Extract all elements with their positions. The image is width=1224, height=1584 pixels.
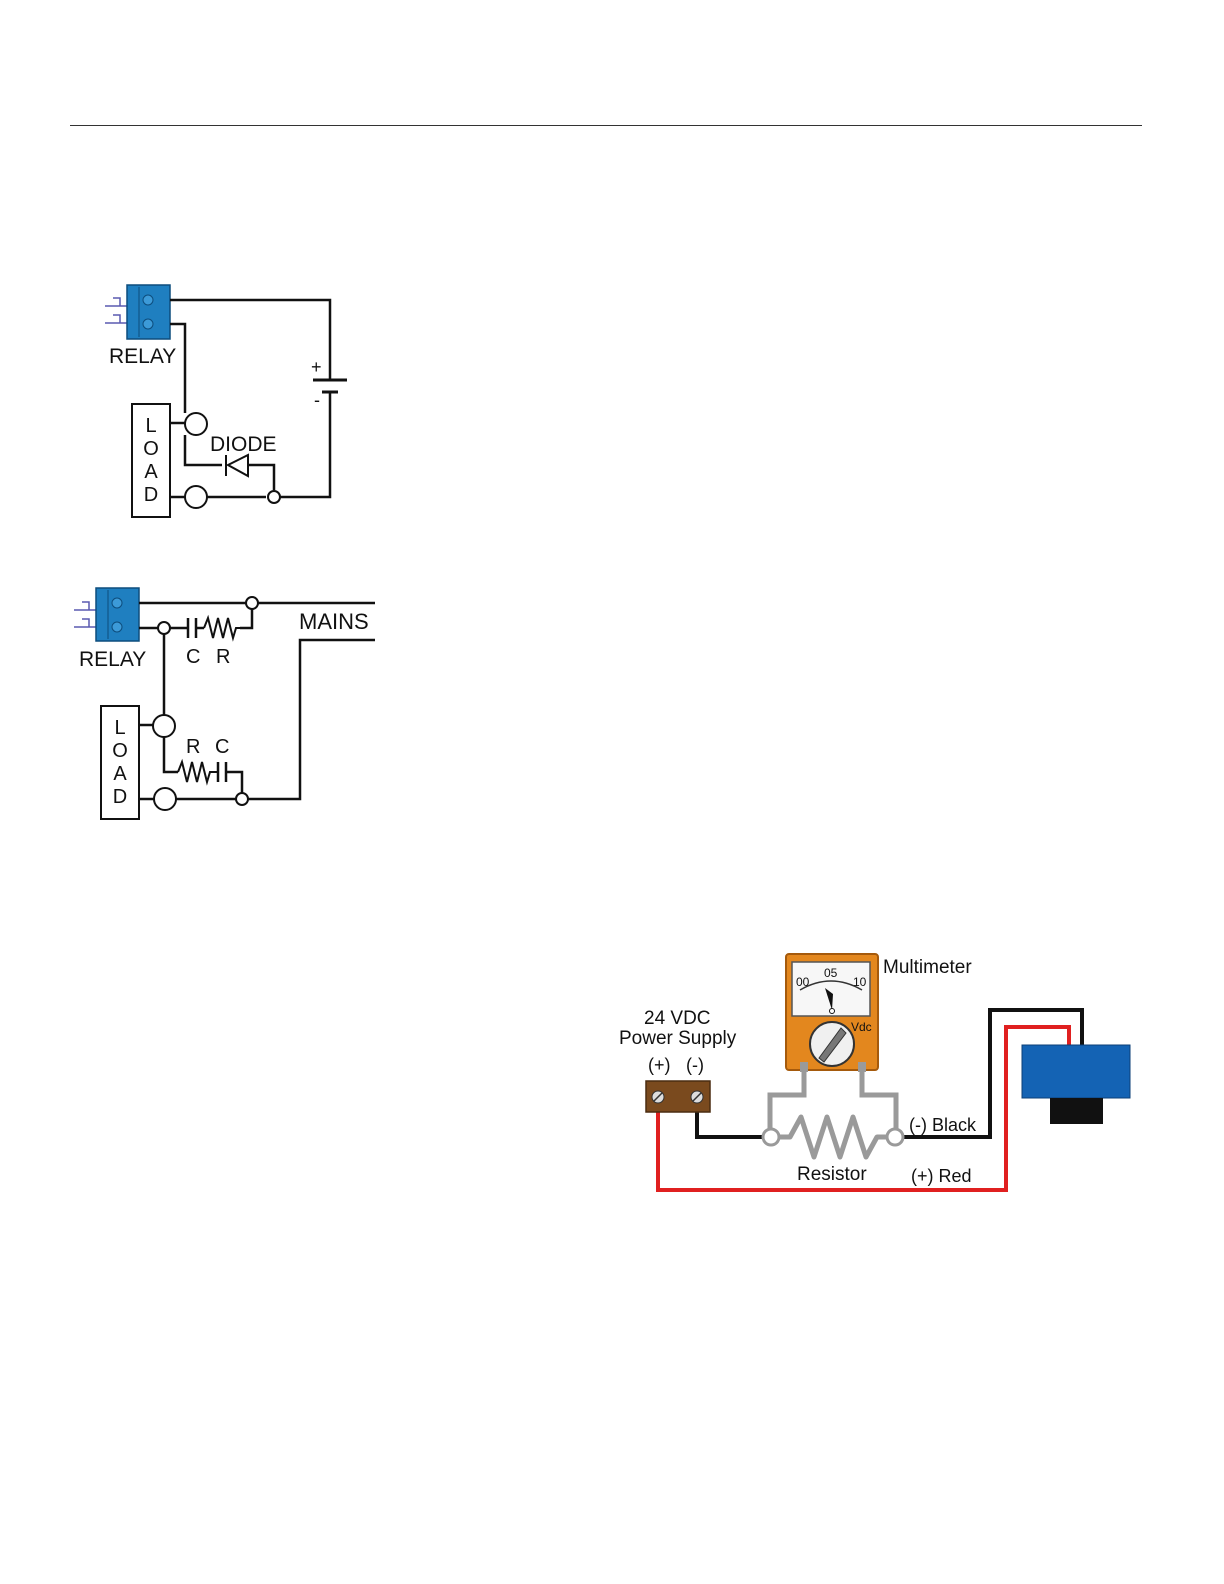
- battery-minus-label: -: [314, 390, 320, 410]
- junction-node-load: [236, 793, 248, 805]
- relay-coil-icon: [105, 298, 128, 323]
- battery-plus-label: +: [311, 357, 322, 377]
- capacitor-top-icon: [188, 618, 204, 638]
- red-wire-label: (+) Red: [911, 1166, 972, 1186]
- supply-label-line2: Power Supply: [619, 1028, 737, 1049]
- device-under-test-icon: [1022, 1045, 1130, 1124]
- load-terminal-bottom: [185, 486, 207, 508]
- mains-label: MAINS: [299, 609, 369, 634]
- diode-label: DIODE: [210, 433, 277, 456]
- resistor-label: Resistor: [797, 1164, 867, 1185]
- diagram1-wires: [170, 300, 330, 497]
- load-letter-d-2: D: [113, 786, 127, 808]
- junction-node-relay: [158, 622, 170, 634]
- junction-node-mains: [246, 597, 258, 609]
- dial-scale-10: 10: [853, 975, 867, 989]
- top-c-label: C: [186, 646, 200, 668]
- resistor-terminal-right: [887, 1129, 903, 1145]
- multimeter-label: Multimeter: [883, 957, 972, 978]
- load-letter-a: A: [144, 461, 158, 483]
- load-letter-o-2: O: [112, 740, 128, 762]
- diagram-relay-diode: RELAY + - L O A D: [105, 285, 347, 517]
- load-letter-d: D: [144, 484, 158, 506]
- bottom-c-label: C: [215, 736, 229, 758]
- load-letter-a-2: A: [113, 763, 127, 785]
- resistor-top-icon: [204, 618, 240, 638]
- dial-scale-05: 05: [824, 966, 838, 980]
- relay-terminal-block-2: [96, 588, 139, 641]
- black-wire-label: (-) Black: [909, 1115, 977, 1135]
- resistor-icon: [778, 1117, 888, 1157]
- bottom-r-label: R: [186, 736, 200, 758]
- relay-terminal-block: [127, 285, 170, 339]
- load-terminal-bottom-2: [154, 788, 176, 810]
- resistor-terminal-left: [763, 1129, 779, 1145]
- load-letter-l-2: L: [114, 717, 125, 739]
- diagram-relay-rc: RELAY C R MAINS L O: [74, 588, 375, 819]
- diode-icon: [226, 455, 248, 476]
- supply-label-line1: 24 VDC: [644, 1008, 711, 1029]
- relay-label-2: RELAY: [79, 648, 146, 671]
- power-supply-terminal-block: [646, 1081, 710, 1112]
- capacitor-bottom-icon: [218, 762, 236, 782]
- dial-unit: Vdc: [851, 1020, 872, 1034]
- resistor-bottom-icon: [178, 762, 218, 782]
- junction-node: [268, 491, 280, 503]
- diagram-test-setup: Resistor 24 VDC Power Supply (+) (-) 00 …: [619, 954, 1130, 1190]
- load-letter-o: O: [143, 438, 159, 460]
- load-letter-l: L: [145, 415, 156, 437]
- minus-terminal-label: (-): [686, 1055, 704, 1075]
- load-terminal-top: [185, 413, 207, 435]
- relay-coil-icon-2: [74, 602, 97, 627]
- plus-terminal-label: (+): [648, 1055, 671, 1075]
- top-r-label: R: [216, 646, 230, 668]
- load-terminal-top-2: [153, 715, 175, 737]
- relay-label: RELAY: [109, 345, 176, 368]
- dial-scale-00: 00: [796, 975, 810, 989]
